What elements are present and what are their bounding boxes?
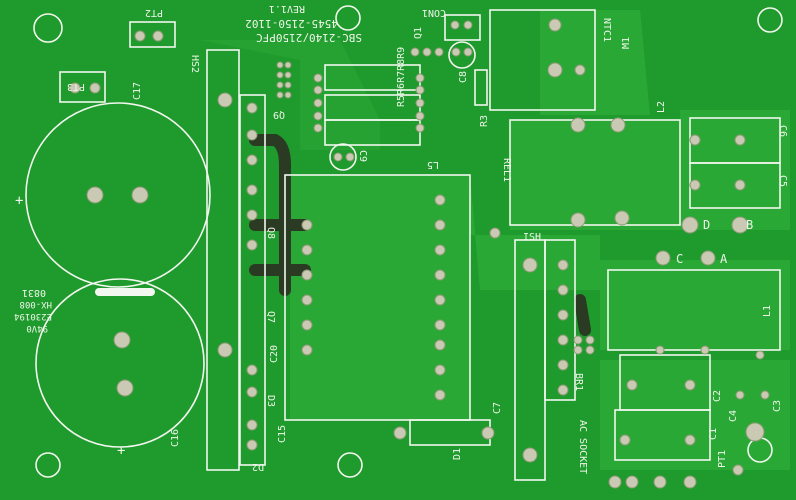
label-q9: Q9 (273, 109, 285, 120)
label-ish: ISH (523, 232, 541, 243)
label-q1: Q1 (413, 27, 424, 39)
label-c2: C2 (712, 390, 723, 402)
label-br1: BR1 (573, 373, 584, 391)
label-r-group: R5R6R7R8R9 (396, 47, 407, 107)
label-maker: HX-008 (19, 299, 52, 309)
label-model: SBC-2140/2150PFC (256, 31, 362, 44)
label-con1: CON1 (422, 7, 446, 18)
label-c3: C3 (772, 400, 783, 412)
pads (69, 18, 770, 489)
label-hs2: HS2 (189, 55, 200, 73)
label-date-code: 0831 (22, 287, 46, 298)
label-ac-socket: AC SOCKET (577, 420, 588, 474)
label-rel1: REL1 (501, 158, 512, 182)
label-l2: L2 (656, 101, 667, 113)
label-c9: C9 (357, 150, 368, 162)
label-rev: REV1.1 (269, 3, 305, 14)
label-l5: L5 (427, 159, 439, 170)
label-pt2: PT2 (145, 7, 163, 18)
silkscreen-labels: PT2 PT3 C17 HS2 SBC-2140/2150PFC 4545-21… (14, 3, 788, 474)
copper-planes (200, 10, 790, 470)
label-c: C (676, 252, 683, 266)
label-c1: C1 (708, 428, 719, 440)
label-m1: M1 (621, 37, 632, 49)
label-c8: C8 (458, 71, 469, 83)
traces (249, 134, 591, 336)
label-plus-c16: + (117, 443, 125, 459)
label-c4: C4 (728, 410, 739, 422)
label-ul-file: E230194 (14, 311, 52, 321)
label-b: B (746, 218, 753, 232)
label-ntc1: NTC1 (601, 18, 612, 42)
label-r3: R3 (479, 115, 490, 127)
label-part-no: 4545-2150-1102 (245, 17, 338, 30)
label-c7: C7 (492, 402, 503, 414)
label-a: A (720, 252, 728, 266)
label-d: D (703, 218, 710, 232)
label-q7: Q7 (265, 311, 276, 323)
label-c20: C20 (269, 345, 280, 363)
label-l1: L1 (762, 305, 773, 317)
label-rating: 94V0 (26, 323, 48, 333)
label-c16: C16 (170, 429, 181, 447)
label-c6: C6 (777, 125, 788, 137)
label-c17: C17 (132, 82, 143, 100)
label-d3: D3 (265, 395, 276, 407)
label-d2: D2 (252, 461, 264, 472)
label-pt1: PT1 (717, 450, 728, 468)
label-c5: C5 (777, 175, 788, 187)
label-c15: C15 (277, 425, 288, 443)
label-pt3: PT3 (67, 81, 85, 92)
label-plus-c17: + (15, 193, 23, 209)
label-q8: Q8 (265, 227, 276, 239)
label-d1: D1 (452, 448, 463, 460)
